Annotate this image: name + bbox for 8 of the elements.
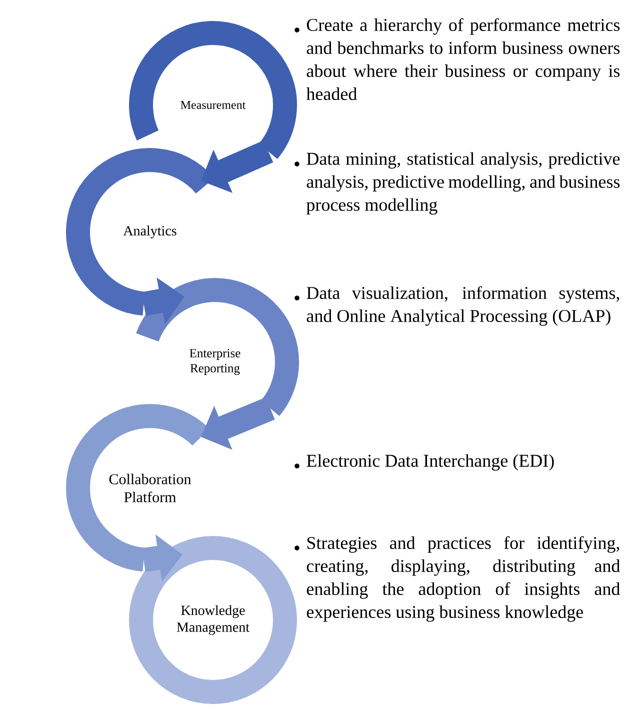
bullet-text: Data mining, statistical analysis, predictive analysis, predictive modelling, and business process modelling [294,152,620,215]
ring-band: Knowledge Management [129,536,297,704]
bullet-text: Strategies and practices for identifying, creating, displaying, distributing and enabling the adoption of insights and experiences using business knowledge [294,536,620,622]
ring-band: Enterprise Reporting [136,278,299,416]
bullet-text: Electronic Data Interchange (EDI) [294,454,554,471]
ring-band: Collaboration Platform [66,404,209,572]
ring-band: Measurement [129,21,297,159]
bullet-text: Create a hierarchy of performance metrics and benchmarks to inform business owners about where their business or company is headed [294,18,620,100]
